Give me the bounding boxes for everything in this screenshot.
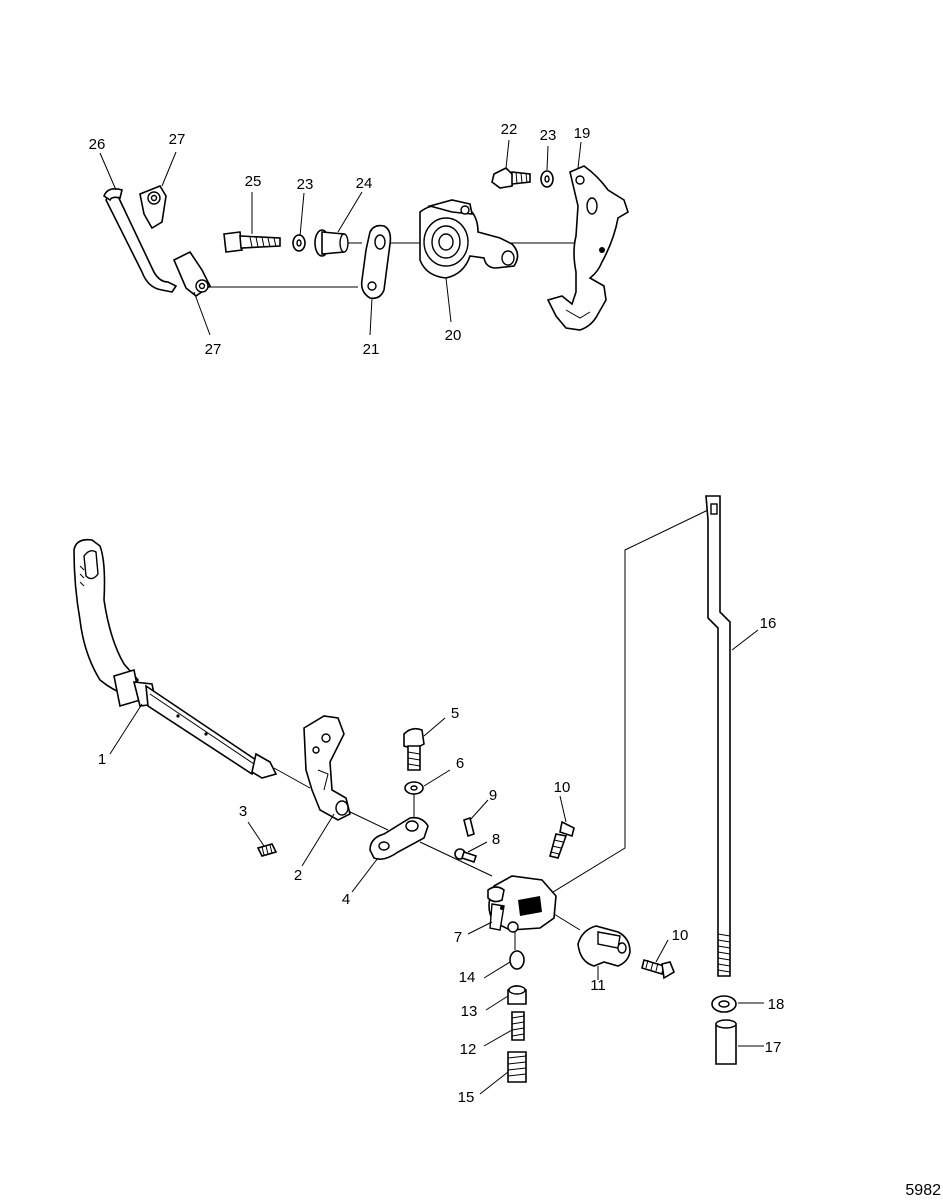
- cam-part-20: [419, 199, 519, 279]
- screw-part-5: [403, 727, 425, 771]
- screw-part-10-upper: [549, 820, 575, 859]
- callout-11: 11: [590, 977, 606, 994]
- callout-20: 20: [445, 327, 462, 344]
- spring-part-12: [511, 1011, 525, 1041]
- callout-19: 19: [574, 125, 591, 142]
- lever-part-4: [369, 816, 429, 860]
- callout-14: 14: [459, 969, 476, 986]
- callout-27-upper: 27: [169, 131, 186, 148]
- callout-9: 9: [489, 787, 497, 804]
- shift-rod-part-16: [705, 495, 731, 977]
- upper-assembly: 26 27 25 23 24 22 23 19 27 21 20: [89, 121, 629, 358]
- callout-1: 1: [98, 751, 106, 768]
- callout-6: 6: [456, 755, 464, 772]
- upper-leader-lines: [99, 139, 582, 336]
- shift-cam-part-11: [577, 925, 631, 967]
- bushing-part-24: [314, 229, 349, 257]
- plunger-part-13: [507, 985, 527, 1005]
- pin-part-3: [256, 843, 278, 857]
- screw-part-22: [491, 167, 531, 189]
- shift-block-part-7: [487, 875, 557, 933]
- link-rod-part-26: [103, 188, 178, 293]
- callout-16: 16: [760, 615, 777, 632]
- callout-2: 2: [294, 867, 302, 884]
- callout-10-upper: 10: [554, 779, 571, 796]
- callout-21: 21: [363, 341, 380, 358]
- washer-part-23-right: [540, 170, 554, 188]
- assembly-line-2-4: [345, 809, 389, 831]
- callout-17: 17: [765, 1039, 782, 1056]
- screw-part-10-lower: [641, 958, 675, 980]
- callout-10-lower: 10: [672, 927, 689, 944]
- bracket-part-19: [546, 165, 629, 331]
- callout-15: 15: [458, 1089, 475, 1106]
- callout-27-lower: 27: [205, 341, 222, 358]
- callout-3: 3: [239, 803, 247, 820]
- bracket-part-2: [303, 715, 351, 821]
- clip-part-27-lower: [172, 250, 212, 298]
- callout-4: 4: [342, 891, 350, 908]
- nut-part-18: [711, 995, 737, 1013]
- pin-part-9: [463, 816, 475, 838]
- callout-25: 25: [245, 173, 262, 190]
- assembly-line-7-11: [553, 913, 581, 931]
- callout-23-left: 23: [297, 176, 314, 193]
- figure-number: 5982: [905, 1182, 941, 1199]
- assembly-line-1-2: [273, 767, 311, 789]
- screw-part-8: [454, 848, 478, 864]
- lever-part-21: [360, 224, 392, 300]
- callout-5: 5: [451, 705, 459, 722]
- callout-7: 7: [454, 929, 462, 946]
- washer-part-6: [404, 781, 424, 795]
- screw-part-25: [223, 231, 281, 253]
- callout-12: 12: [460, 1041, 477, 1058]
- lower-leader-lines: [109, 629, 764, 1095]
- callout-23-right: 23: [540, 127, 557, 144]
- callout-22: 22: [501, 121, 518, 138]
- pin-part-14: [509, 950, 525, 970]
- clip-part-27-upper: [139, 185, 167, 230]
- shift-lever-part-1: [73, 538, 278, 779]
- assembly-line-7-16: [539, 509, 709, 901]
- spring-part-15: [507, 1051, 527, 1083]
- sleeve-part-17: [715, 1019, 737, 1065]
- callout-8: 8: [492, 831, 500, 848]
- washer-part-23-left: [292, 234, 306, 252]
- assembly-line-4-7: [419, 841, 493, 877]
- callout-18: 18: [768, 996, 785, 1013]
- callout-13: 13: [461, 1003, 478, 1020]
- callout-26: 26: [89, 136, 106, 153]
- callout-24: 24: [356, 175, 373, 192]
- lower-assembly: 1 2 3 4 5 6 9 8 10 7 10 14 11 13 12 15 1…: [73, 495, 785, 1106]
